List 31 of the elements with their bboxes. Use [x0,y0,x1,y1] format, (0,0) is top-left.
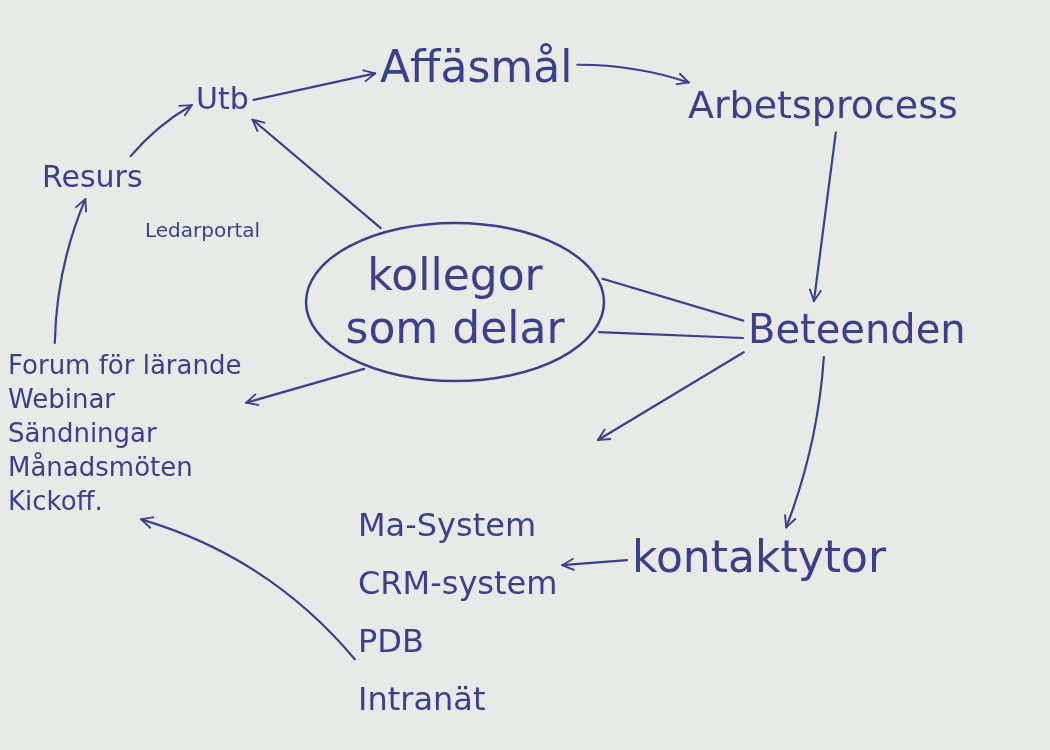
arrow [245,367,366,407]
node-label: kontaktytor [632,532,886,583]
list-item: Forum för lärande [8,349,242,382]
list-item: Intranät [358,679,487,720]
arrow [252,69,377,101]
connector-line [597,331,745,340]
ellipse-node [305,222,605,382]
arrow [140,516,356,661]
list-item: PDB [358,621,425,662]
list-item: CRM-system [358,563,558,604]
arrow [129,104,193,158]
list-item: Månadsmöten [8,451,194,484]
arrow [783,355,825,529]
node-label: Affäsmål [380,42,573,93]
arrow [561,557,629,572]
arrow [808,131,837,303]
list-item: Kickoff. [8,485,104,518]
arrow [596,351,745,442]
arrow [251,118,382,230]
list-item: Webinar [8,383,116,416]
arrow [576,63,690,86]
arrow [53,198,88,345]
node-label: Utb [196,82,249,117]
annotation-label: Ledarportal [145,218,261,242]
list-item: Ma-System [358,505,538,546]
node-label: Arbetsprocess [688,84,958,128]
list-item: Sändningar [8,417,158,450]
node-label: Beteenden [748,306,966,352]
node-label: Resurs [42,160,143,195]
node-label: kollegor som delar [344,249,566,355]
connector-line [601,277,745,322]
